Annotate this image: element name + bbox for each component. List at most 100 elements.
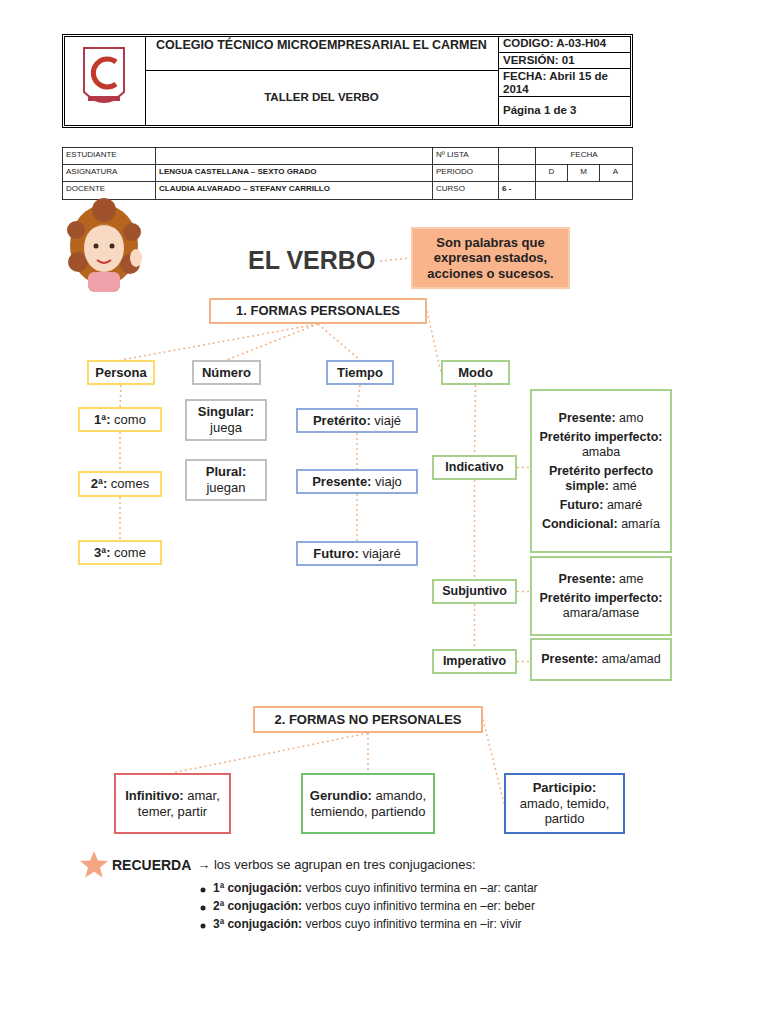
mood-box: Imperativo — [432, 649, 517, 674]
dotted-connector — [318, 324, 360, 360]
form-box: Infinitivo: amar, temer, partir — [114, 773, 231, 834]
example-box: Presente: viajo — [296, 469, 418, 494]
node-text: Número — [202, 365, 251, 381]
conjugation-item: 2ª conjugación: verbos cuyo infinitivo t… — [213, 900, 733, 914]
node-text: Son palabras que expresan estados, accio… — [417, 235, 564, 282]
dotted-connector — [173, 733, 369, 773]
section-box: 1. FORMAS PERSONALES — [209, 298, 427, 324]
node-text: Participio: amado, temido, partido — [510, 780, 619, 827]
node-text: Futuro: viajaré — [313, 546, 400, 562]
node-text: Presente: ama/amad — [541, 652, 661, 667]
node-text: Persona — [95, 365, 146, 381]
date-part: M — [568, 167, 599, 176]
conjugation-item: 1ª conjugación: verbos cuyo infinitivo t… — [213, 882, 733, 896]
field-value: LENGUA CASTELLANA – SEXTO GRADO — [159, 167, 431, 176]
example-box: 1ª: como — [78, 407, 162, 432]
dotted-connector — [427, 311, 441, 373]
remember-heading: RECUERDA — [112, 857, 191, 873]
field-label: ASIGNATURA — [66, 167, 154, 176]
page-number: Página 1 de 3 — [503, 104, 631, 117]
node-text: Indicativo — [445, 460, 503, 475]
doc-date: FECHA: Abril 15 de 2014 — [503, 70, 631, 96]
teacher-avatar — [67, 198, 142, 292]
dotted-connector — [367, 733, 369, 773]
conjugation-item: 3ª conjugación: verbos cuyo infinitivo t… — [213, 918, 733, 932]
dotted-connector — [121, 324, 318, 360]
node-text: 2ª: comes — [91, 476, 149, 492]
field-label: Nº LISTA — [436, 150, 496, 159]
node-text: 3ª: come — [94, 545, 146, 561]
date-part: A — [600, 167, 631, 176]
node-text: Presente: ame — [559, 572, 644, 587]
example-box: 2ª: comes — [78, 471, 162, 497]
diagram-title: EL VERBO — [248, 246, 375, 275]
dotted-connector — [474, 480, 476, 579]
section-box: 2. FORMAS NO PERSONALES — [253, 706, 483, 733]
field-value: CLAUDIA ALVARADO – STEFANY CARRILLO — [159, 184, 431, 193]
node-text: Subjuntivo — [442, 584, 507, 599]
form-box: Participio: amado, temido, partido — [504, 773, 625, 834]
example-box: 3ª: come — [78, 540, 162, 565]
node-text: Pretérito imperfecto: amara/amase — [536, 591, 666, 621]
field-value: 6 - — [502, 184, 534, 193]
node-text: Presente: amo — [559, 411, 644, 426]
dotted-connector — [483, 720, 504, 804]
category-box: Persona — [87, 360, 155, 385]
workshop-title: TALLER DEL VERBO — [145, 91, 498, 104]
mood-box: Subjuntivo — [432, 579, 517, 604]
node-text: Pretérito imperfecto: amaba — [536, 430, 666, 460]
star-icon — [80, 851, 108, 878]
tense-list-box: Presente: amePretérito imperfecto: amara… — [530, 556, 672, 636]
node-text: Gerundio: amando, temiendo, partiendo — [307, 788, 429, 819]
example-box: Futuro: viajaré — [296, 541, 418, 566]
category-box: Tiempo — [326, 360, 394, 385]
node-text: Plural: juegan — [191, 464, 261, 495]
dotted-connector — [119, 432, 121, 471]
dotted-connector — [119, 497, 121, 540]
definition-box: Son palabras que expresan estados, accio… — [411, 227, 570, 289]
node-text: Modo — [458, 365, 493, 381]
example-box: Pretérito: viajé — [296, 408, 418, 433]
field-label: ESTUDIANTE — [66, 150, 154, 159]
bullet-dots — [201, 888, 206, 929]
tense-list-box: Presente: amoPretérito imperfecto: amaba… — [530, 389, 672, 553]
node-text: Tiempo — [337, 365, 383, 381]
tense-list-box: Presente: ama/amad — [530, 638, 672, 681]
node-text: Pretérito perfecto simple: amé — [536, 464, 666, 494]
node-text: 1. FORMAS PERSONALES — [236, 303, 400, 319]
field-label: PERIODO — [436, 167, 496, 176]
dotted-connector — [356, 433, 358, 469]
dotted-connector — [475, 385, 476, 455]
leader-line — [380, 258, 409, 261]
node-text: Imperativo — [443, 654, 506, 669]
node-text: 2. FORMAS NO PERSONALES — [274, 712, 461, 728]
form-box: Gerundio: amando, temiendo, partiendo — [301, 773, 435, 834]
student-table — [62, 147, 633, 200]
category-box: Número — [192, 360, 261, 385]
category-box: Modo — [441, 360, 510, 385]
header-table — [63, 35, 633, 128]
field-label: CURSO — [436, 184, 496, 193]
dotted-connector — [227, 324, 319, 360]
example-box: Plural: juegan — [185, 459, 267, 501]
doc-version: VERSIÓN: 01 — [503, 54, 631, 67]
field-label: FECHA — [536, 150, 632, 159]
node-text: Singular: juega — [191, 404, 261, 435]
dotted-connector — [356, 494, 358, 541]
field-label: DOCENTE — [66, 184, 154, 193]
dotted-connector — [357, 385, 360, 408]
dotted-connector — [517, 661, 530, 663]
mood-box: Indicativo — [432, 455, 517, 480]
node-text: Pretérito: viajé — [313, 413, 401, 429]
node-text: Infinitivo: amar, temer, partir — [120, 788, 225, 819]
dotted-connector — [120, 385, 121, 407]
node-text: Presente: viajo — [312, 474, 402, 490]
school-logo — [84, 48, 124, 102]
remember-note: → los verbos se agrupan en tres conjugac… — [197, 858, 617, 873]
dotted-connector — [474, 604, 476, 649]
dotted-connector — [517, 467, 530, 469]
date-part: D — [536, 167, 567, 176]
school-name: COLEGIO TÉCNICO MICROEMPRESARIAL EL CARM… — [145, 38, 498, 52]
node-text: Condicional: amaría — [542, 517, 660, 532]
node-text: 1ª: como — [94, 412, 146, 428]
